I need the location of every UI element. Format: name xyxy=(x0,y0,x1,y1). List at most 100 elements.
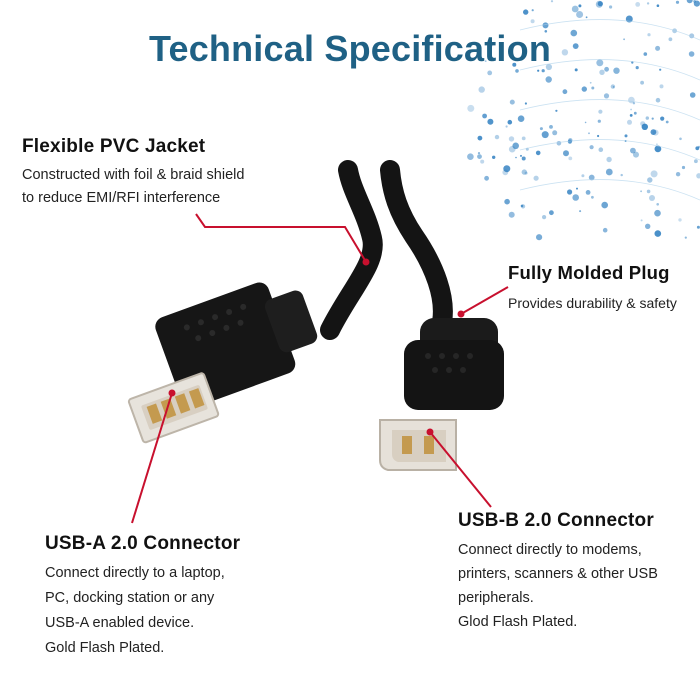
globe-dot xyxy=(597,1,603,7)
globe-dot xyxy=(632,102,636,105)
globe-dot xyxy=(655,45,661,51)
callout-text: Provides durability & safety xyxy=(508,295,677,311)
globe-dot xyxy=(627,119,632,125)
callout-heading: Fully Molded Plug xyxy=(508,262,670,283)
globe-dot xyxy=(684,236,687,239)
globe-dot xyxy=(561,49,569,56)
globe-dot xyxy=(487,70,493,76)
globe-dot xyxy=(655,143,658,146)
usb-b-plug xyxy=(379,318,504,471)
globe-dot xyxy=(541,131,549,139)
globe-dot xyxy=(521,136,526,141)
globe-dot xyxy=(654,145,662,153)
globe-dot xyxy=(562,89,568,95)
globe-dot xyxy=(693,0,696,3)
globe-dot xyxy=(588,174,595,181)
globe-dot xyxy=(645,116,649,120)
globe-dot xyxy=(467,153,474,160)
globe-dot xyxy=(660,116,665,121)
globe-dot xyxy=(635,66,639,70)
globe-dot xyxy=(507,119,513,125)
globe-dot xyxy=(478,86,485,93)
globe-dot xyxy=(544,30,548,33)
globe-dot xyxy=(574,68,578,72)
callout-text: printers, scanners & other USB xyxy=(458,566,658,582)
callout-line-usb-b xyxy=(429,431,492,508)
callout-dot-pvc xyxy=(362,258,370,266)
globe-dot xyxy=(531,9,534,12)
globe-dot xyxy=(630,108,632,111)
globe-dot xyxy=(512,62,517,67)
globe-dot xyxy=(649,195,655,201)
globe-dot xyxy=(601,201,608,209)
globe-dot xyxy=(656,203,659,206)
globe-dot xyxy=(521,169,527,175)
callout-usb-a: USB-A 2.0 Connector Connect directly to … xyxy=(45,533,240,661)
globe-dot xyxy=(633,111,637,115)
globe-dot xyxy=(612,86,615,88)
globe-dot xyxy=(556,141,562,146)
globe-grid-line xyxy=(519,99,700,121)
globe-dot xyxy=(482,113,487,119)
globe-dot xyxy=(689,92,696,98)
globe-dot xyxy=(646,2,650,5)
globe-grid-line xyxy=(519,59,700,81)
globe-dot xyxy=(640,190,642,193)
globe-dot xyxy=(477,135,483,141)
globe-dot xyxy=(635,2,641,7)
globe-dot xyxy=(652,129,659,136)
globe-dot xyxy=(480,159,485,164)
globe-dot xyxy=(545,63,553,71)
page-title: Technical Specification xyxy=(148,28,552,69)
callout-text: PC, docking station or any xyxy=(45,590,215,606)
callout-heading: USB-A 2.0 Connector xyxy=(45,533,241,554)
globe-dot xyxy=(654,209,661,217)
globe-dot xyxy=(697,145,700,149)
globe-dot xyxy=(646,189,651,194)
globe-dot xyxy=(650,170,658,178)
globe-dot xyxy=(633,151,639,158)
globe-dot xyxy=(624,134,628,138)
globe-dot xyxy=(605,168,613,176)
callout-line-usb-a xyxy=(131,392,173,524)
globe-dot xyxy=(597,119,601,123)
callout-text: to reduce EMI/RFI interference xyxy=(22,190,221,206)
callout-molded-plug: Fully Molded Plug Provides durability & … xyxy=(508,262,677,315)
globe-dot xyxy=(524,102,528,105)
globe-dot xyxy=(555,109,558,112)
globe-dot xyxy=(681,165,686,170)
callout-usb-b: USB-B 2.0 Connector Connect directly to … xyxy=(458,510,658,634)
globe-dot xyxy=(598,147,604,152)
globe-dot xyxy=(520,204,524,208)
globe-dot xyxy=(659,84,664,89)
callout-dot-usb-b xyxy=(426,428,434,436)
globe-dot xyxy=(585,190,591,195)
globe-dot xyxy=(686,0,693,4)
callout-text: Glod Flash Plated. xyxy=(458,614,578,630)
globe-dot xyxy=(651,117,654,120)
globe-dot xyxy=(536,234,543,241)
callout-text: USB-A enabled device. xyxy=(45,615,195,631)
globe-dot xyxy=(609,5,613,9)
globe-dot xyxy=(572,43,579,49)
globe-dot xyxy=(695,146,700,151)
globe-dot xyxy=(515,156,517,159)
globe-dot xyxy=(552,130,558,136)
globe-dot xyxy=(521,156,526,161)
globe-dot xyxy=(641,123,648,130)
globe-dot xyxy=(524,171,528,175)
globe-dot xyxy=(675,172,681,177)
globe-dot xyxy=(591,86,595,90)
globe-dot xyxy=(628,96,635,104)
globe-dot xyxy=(665,120,669,124)
globe-dot xyxy=(549,210,554,216)
globe-dot xyxy=(603,93,610,99)
globe-dot xyxy=(599,69,605,76)
globe-dot xyxy=(509,99,515,105)
globe-dot xyxy=(512,142,519,150)
globe-dot xyxy=(541,69,545,73)
globe-dot xyxy=(656,4,660,7)
globe-dot xyxy=(487,118,494,125)
